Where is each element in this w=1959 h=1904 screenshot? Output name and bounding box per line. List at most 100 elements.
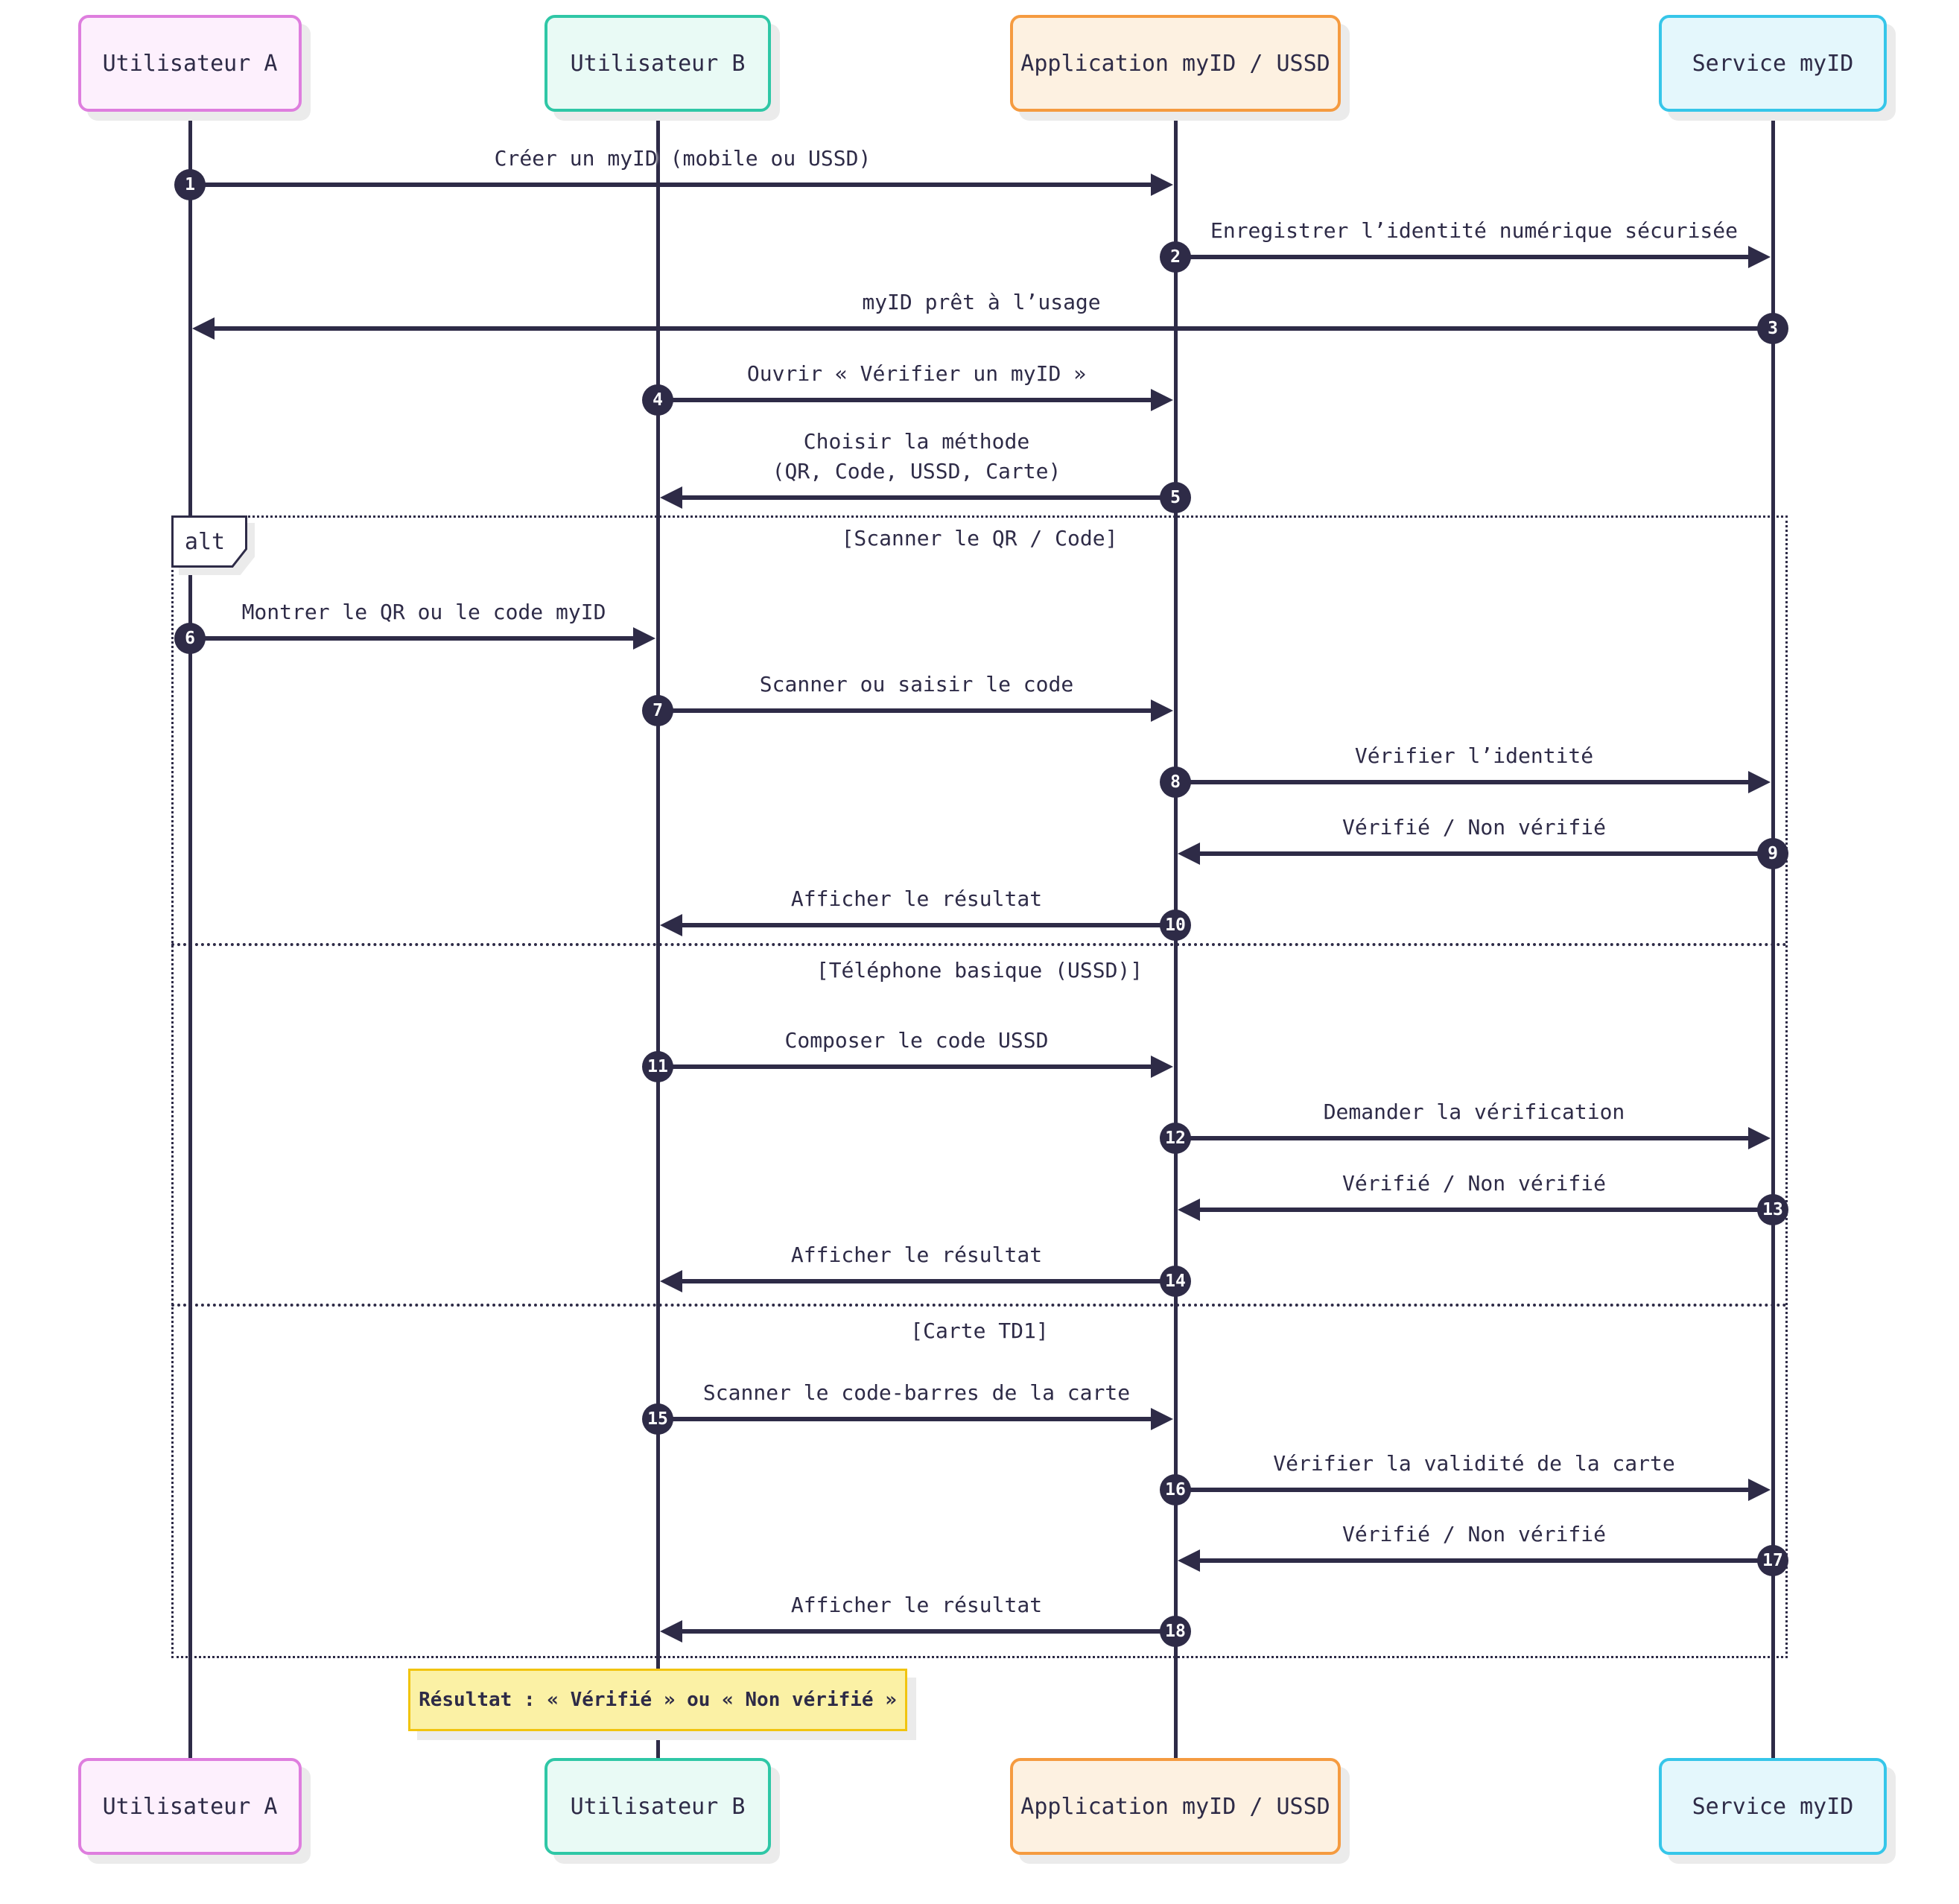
message-text: Ouvrir « Vérifier un myID »	[746, 361, 1087, 387]
message-line	[1175, 255, 1750, 259]
arrowhead-icon	[1178, 1199, 1200, 1221]
message-text: Créer un myID (mobile ou USSD)	[494, 146, 871, 171]
arrowhead-icon	[1151, 699, 1173, 722]
message-line	[1198, 1558, 1773, 1563]
alt-section-divider	[171, 943, 1788, 946]
message-text: Vérifié / Non vérifié	[1342, 1171, 1606, 1196]
message-number: 18	[1160, 1616, 1191, 1647]
alt-label-shape	[171, 515, 247, 568]
actor-top-application-myid-ussd: Application myID / USSD	[1010, 15, 1341, 112]
alt-frame	[171, 515, 1788, 1658]
arrowhead-icon	[1151, 174, 1173, 196]
message-line	[1198, 851, 1773, 856]
arrowhead-icon	[660, 1270, 682, 1292]
alt-section-label: [Scanner le QR / Code]	[841, 526, 1118, 550]
message-number: 4	[642, 384, 673, 416]
message-number: 17	[1757, 1545, 1788, 1576]
message-text: Afficher le résultat	[790, 1243, 1043, 1268]
message-line	[190, 636, 635, 641]
actor-bottom-application-myid-ussd: Application myID / USSD	[1010, 1758, 1341, 1855]
actor-label: Application myID / USSD	[1020, 1793, 1330, 1820]
message-text: Scanner ou saisir le code	[759, 672, 1074, 697]
message-number: 7	[642, 695, 673, 726]
message-text: Vérifié / Non vérifié	[1342, 1522, 1606, 1547]
message-line	[658, 398, 1153, 402]
actor-top-utilisateur-a: Utilisateur A	[78, 15, 302, 112]
alt-label-text: alt	[184, 528, 226, 555]
arrowhead-icon	[660, 914, 682, 936]
message-line	[658, 708, 1153, 713]
message-text: myID prêt à l’usage	[862, 290, 1101, 315]
actor-label: Service myID	[1692, 1793, 1854, 1820]
message-line	[1175, 1136, 1750, 1140]
message-text: Scanner le code-barres de la carte	[702, 1380, 1131, 1406]
alt-section-divider	[171, 1304, 1788, 1307]
actor-bottom-utilisateur-a: Utilisateur A	[78, 1758, 302, 1855]
message-line	[212, 326, 1773, 331]
message-line	[680, 1629, 1175, 1634]
actor-label: Utilisateur A	[102, 1793, 278, 1820]
message-text: Demander la vérification	[1323, 1099, 1625, 1125]
result-note: Résultat : « Vérifié » ou « Non vérifié …	[408, 1669, 907, 1731]
arrowhead-icon	[1748, 246, 1771, 268]
arrowhead-icon	[1178, 842, 1200, 865]
message-line	[1175, 1488, 1750, 1492]
message-number: 5	[1160, 482, 1191, 513]
actor-top-service-myid: Service myID	[1659, 15, 1887, 112]
alt-section-label: [Carte TD1]	[910, 1318, 1049, 1343]
message-number: 13	[1757, 1194, 1788, 1225]
message-text: Montrer le QR ou le code myID	[241, 600, 606, 625]
actor-label: Service myID	[1692, 50, 1854, 77]
message-text: Afficher le résultat	[790, 1593, 1043, 1618]
arrowhead-icon	[1748, 1479, 1771, 1501]
lifeline-utilisateur-a	[188, 110, 192, 1759]
message-text: Afficher le résultat	[790, 886, 1043, 912]
arrowhead-icon	[1748, 771, 1771, 793]
message-number: 11	[642, 1051, 673, 1082]
message-line	[658, 1417, 1153, 1421]
message-line	[1198, 1208, 1773, 1212]
arrowhead-icon	[192, 317, 215, 340]
arrowhead-icon	[1151, 389, 1173, 411]
actor-top-utilisateur-b: Utilisateur B	[544, 15, 771, 112]
message-number: 9	[1757, 838, 1788, 869]
message-text: Vérifier la validité de la carte	[1273, 1451, 1675, 1476]
arrowhead-icon	[1178, 1549, 1200, 1572]
actor-bottom-service-myid: Service myID	[1659, 1758, 1887, 1855]
message-number: 6	[174, 623, 206, 654]
arrowhead-icon	[1151, 1056, 1173, 1078]
message-number: 14	[1160, 1266, 1191, 1297]
arrowhead-icon	[633, 627, 655, 650]
alt-section-label: [Téléphone basique (USSD)]	[816, 958, 1143, 983]
message-number: 1	[174, 169, 206, 200]
message-text: Vérifier l’identité	[1354, 743, 1594, 769]
lifeline-service-myid	[1771, 110, 1775, 1759]
alt-frame-label: alt	[171, 515, 247, 568]
message-number: 10	[1160, 910, 1191, 941]
lifeline-utilisateur-b	[655, 110, 660, 1759]
message-line	[680, 1279, 1175, 1283]
message-line	[658, 1064, 1153, 1069]
actor-bottom-utilisateur-b: Utilisateur B	[544, 1758, 771, 1855]
message-text: Composer le code USSD	[784, 1028, 1049, 1053]
message-line	[680, 923, 1175, 927]
message-number: 15	[642, 1403, 673, 1435]
message-number: 8	[1160, 767, 1191, 798]
message-text: Enregistrer l’identité numérique sécuris…	[1210, 218, 1738, 244]
message-number: 12	[1160, 1123, 1191, 1154]
message-text: Choisir la méthode (QR, Code, USSD, Cart…	[772, 428, 1061, 484]
arrowhead-icon	[660, 486, 682, 509]
message-line	[190, 183, 1153, 187]
actor-label: Utilisateur B	[570, 50, 746, 77]
actor-label: Application myID / USSD	[1020, 50, 1330, 77]
message-number: 3	[1757, 313, 1788, 344]
actor-label: Utilisateur B	[570, 1793, 746, 1820]
message-number: 2	[1160, 241, 1191, 273]
message-line	[1175, 780, 1750, 784]
arrowhead-icon	[1748, 1127, 1771, 1149]
message-number: 16	[1160, 1474, 1191, 1505]
arrowhead-icon	[1151, 1408, 1173, 1430]
message-text: Vérifié / Non vérifié	[1342, 815, 1606, 840]
arrowhead-icon	[660, 1620, 682, 1643]
